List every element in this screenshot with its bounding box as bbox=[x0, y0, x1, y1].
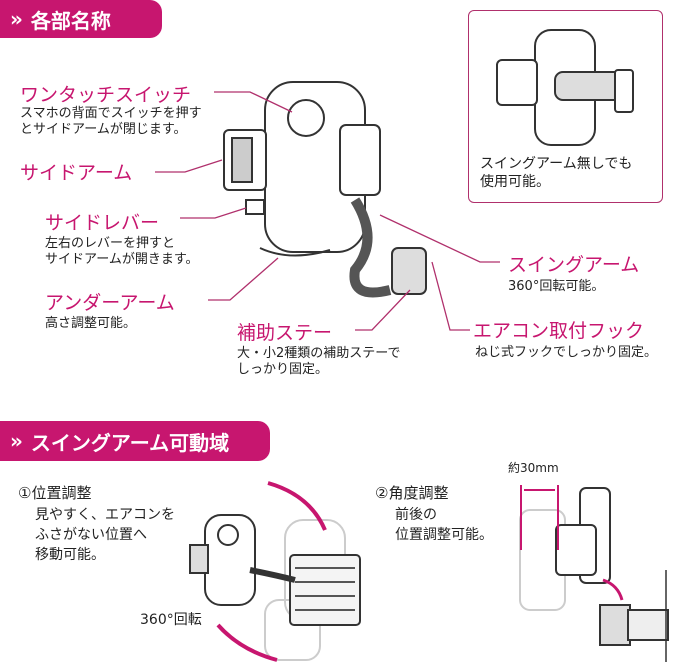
desc-line: 移動可能。 bbox=[35, 547, 105, 563]
desc-angle-adjust: 前後の 位置調整可能。 bbox=[395, 505, 493, 545]
desc-line: しっかり固定。 bbox=[237, 362, 329, 377]
label-angle-adjust: ②角度調整 bbox=[375, 484, 449, 502]
desc-one-touch-switch: スマホの背面でスイッチを押す とサイドアームが閉じます。 bbox=[20, 106, 202, 138]
desc-line: 位置調整可能。 bbox=[395, 527, 493, 543]
double-chevron-icon: » bbox=[10, 7, 23, 31]
section-title: 各部名称 bbox=[30, 8, 111, 33]
desc-line: ふさがない位置へ bbox=[35, 527, 147, 543]
double-chevron-icon: » bbox=[10, 429, 23, 453]
inset-desc-line: 使用可能。 bbox=[480, 174, 550, 190]
label-rotation: 360°回転 bbox=[140, 612, 202, 628]
desc-line: 見やすく、エアコンを bbox=[35, 507, 175, 523]
label-side-arm: サイドアーム bbox=[20, 162, 133, 184]
desc-line: サイドアームが開きます。 bbox=[45, 252, 199, 267]
section-header-swing: » スイングアーム可動域 bbox=[0, 421, 270, 461]
swing-angle-illustration bbox=[519, 485, 669, 662]
inset-no-swing-arm bbox=[468, 10, 663, 203]
label-swing-arm: スイングアーム bbox=[508, 254, 640, 276]
desc-aircon-hook: ねじ式フックでしっかり固定。 bbox=[475, 345, 658, 360]
desc-line: 左右のレバーを押すと bbox=[45, 236, 176, 251]
desc-line: スマホの背面でスイッチを押す bbox=[20, 106, 202, 121]
label-support-stay: 補助ステー bbox=[237, 322, 333, 344]
label-under-arm: アンダーアーム bbox=[45, 292, 175, 314]
inset-description: スイングアーム無しでも 使用可能。 bbox=[480, 155, 632, 191]
section-title: スイングアーム可動域 bbox=[30, 430, 230, 455]
desc-swing-arm: 360°回転可能。 bbox=[508, 279, 605, 294]
desc-line: 前後の bbox=[395, 507, 437, 523]
label-side-lever: サイドレバー bbox=[45, 212, 160, 234]
desc-side-lever: 左右のレバーを押すと サイドアームが開きます。 bbox=[45, 236, 199, 268]
desc-line: 大・小2種類の補助ステーで bbox=[237, 346, 401, 361]
holder-main-illustration bbox=[223, 81, 427, 298]
swing-position-illustration bbox=[189, 481, 361, 662]
desc-line: とサイドアームが閉じます。 bbox=[20, 122, 187, 137]
label-aircon-hook: エアコン取付フック bbox=[473, 320, 645, 342]
inset-desc-line: スイングアーム無しでも bbox=[480, 156, 633, 172]
inset-illustration bbox=[496, 29, 634, 146]
leader-lines bbox=[155, 91, 500, 331]
desc-support-stay: 大・小2種類の補助ステーで しっかり固定。 bbox=[237, 346, 401, 378]
desc-under-arm: 高さ調整可能。 bbox=[45, 316, 137, 331]
desc-position-adjust: 見やすく、エアコンを ふさがない位置へ 移動可能。 bbox=[35, 505, 175, 565]
section-header-parts: » 各部名称 bbox=[0, 0, 162, 38]
label-distance: 約30mm bbox=[508, 461, 559, 475]
label-position-adjust: ①位置調整 bbox=[18, 484, 92, 502]
label-one-touch-switch: ワンタッチスイッチ bbox=[20, 84, 192, 106]
